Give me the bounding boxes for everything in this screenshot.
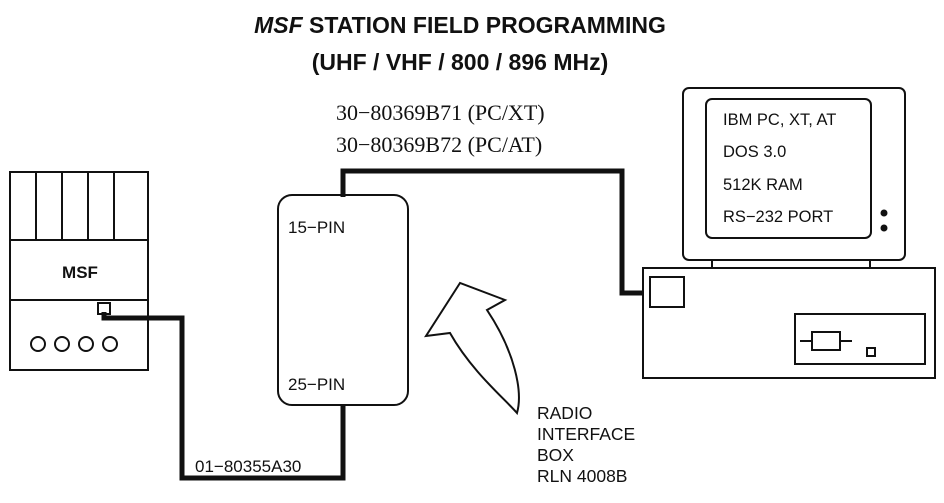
interface-pin-25: 25−PIN <box>288 375 345 394</box>
monitor-knob-1 <box>880 209 888 217</box>
diagram-subtitle: (UHF / VHF / 800 / 896 MHz) <box>312 49 609 75</box>
cable-label-pc-xt: 30−80369B71 (PC/XT) <box>336 100 545 125</box>
msf-indicator-4 <box>102 336 118 352</box>
drive-light <box>866 347 876 357</box>
callout-line-3: BOX <box>537 445 574 465</box>
monitor-stand <box>711 260 871 269</box>
radio-interface-box: 15−PIN 25−PIN <box>277 194 409 406</box>
screen-line-4: RS−232 PORT <box>723 208 833 226</box>
callout-line-1: RADIO <box>537 403 592 423</box>
msf-indicator-2 <box>54 336 70 352</box>
cable-label-pc-at: 30−80369B72 (PC/AT) <box>336 132 542 157</box>
personal-computer: IBM PC, XT, AT DOS 3.0 512K RAM RS−232 P… <box>642 87 936 379</box>
title-line1: STATION FIELD PROGRAMMING <box>303 12 666 38</box>
screen-line-3: 512K RAM <box>723 176 803 194</box>
msf-station-lower <box>9 299 149 371</box>
screen-line-2: DOS 3.0 <box>723 143 786 161</box>
msf-station: MSF <box>9 171 149 371</box>
computer-screen <box>705 98 872 239</box>
msf-station-label: MSF <box>62 263 98 282</box>
msf-indicator-3 <box>78 336 94 352</box>
interface-pin-15: 15−PIN <box>288 218 345 237</box>
callout-arrow-icon <box>424 281 520 416</box>
callout-line-2: INTERFACE <box>537 424 635 444</box>
disk-drive-slot <box>811 331 841 351</box>
monitor-knob-2 <box>880 224 888 232</box>
interface-box-callout: RADIO INTERFACE BOX RLN 4008B <box>537 403 635 486</box>
serial-port <box>649 276 685 308</box>
station-cable <box>101 312 346 481</box>
cable-label-station: 01−80355A30 <box>195 457 301 476</box>
screen-line-1: IBM PC, XT, AT <box>723 111 836 129</box>
diagram-title: MSF STATION FIELD PROGRAMMING <box>254 12 666 38</box>
computer-cable <box>340 168 645 296</box>
msf-indicator-1 <box>30 336 46 352</box>
msf-station-upper <box>9 171 149 301</box>
title-brand: MSF <box>254 12 304 38</box>
callout-line-4: RLN 4008B <box>537 466 627 486</box>
